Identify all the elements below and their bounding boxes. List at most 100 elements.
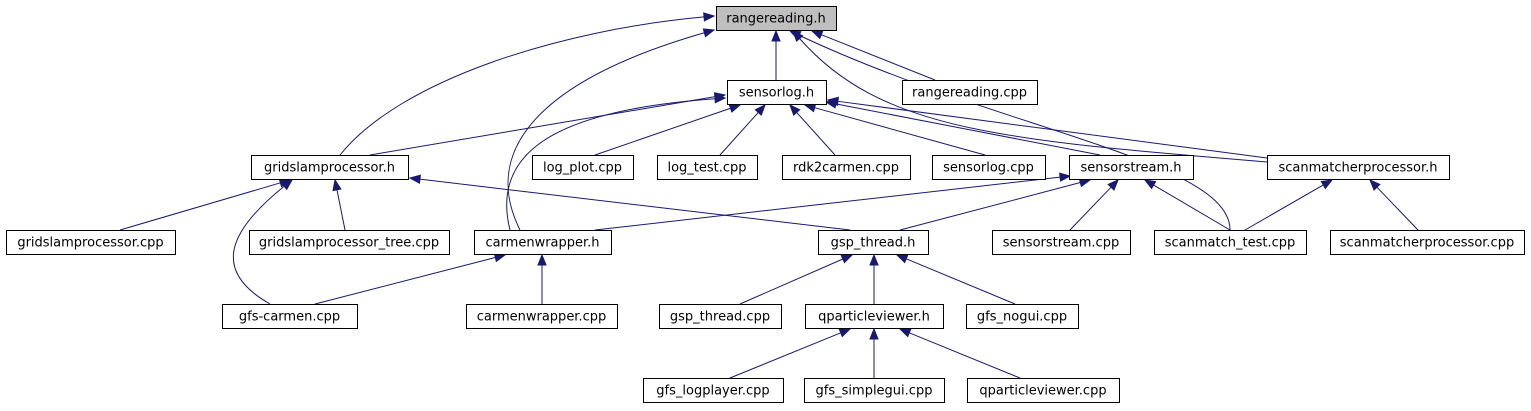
edge-qparticleviewer_h-to-gsp_thread_h — [869, 253, 879, 304]
node-carmenwrapper-h[interactable]: carmenwrapper.h — [474, 230, 612, 255]
edge-line — [594, 176, 1061, 231]
edge-arrowhead — [728, 103, 742, 113]
node-label: log_plot.cpp — [543, 161, 622, 176]
node-gfs-nogui-cpp[interactable]: gfs_nogui.cpp — [966, 304, 1079, 329]
edge-line — [837, 100, 1268, 159]
edges-layer — [119, 12, 1419, 379]
node-box — [992, 230, 1131, 255]
node-box — [902, 80, 1038, 105]
node-box — [932, 155, 1046, 180]
node-gsp-thread-h[interactable]: gsp_thread.h — [818, 230, 929, 255]
edge-line — [232, 185, 285, 305]
node-box — [474, 230, 612, 255]
node-box — [727, 80, 827, 105]
edge-line — [369, 96, 716, 156]
node-label: sensorlog.h — [739, 86, 814, 101]
edge-gfs_carmen_cpp-to-carmenwrapper_h — [314, 253, 507, 305]
node-gridslamprocessor-h[interactable]: gridslamprocessor.h — [251, 155, 409, 180]
edge-line — [796, 112, 836, 156]
edge-line — [835, 103, 1101, 156]
node-box — [782, 155, 911, 180]
node-scanmatch-test-cpp[interactable]: scanmatch_test.cpp — [1154, 230, 1307, 255]
edge-arrowhead — [702, 28, 716, 38]
edge-carmenwrapper_h-to-sensorstream_h — [594, 172, 1072, 231]
edge-line — [799, 38, 1268, 163]
node-label: rangereading.h — [726, 12, 826, 27]
edge-scanmatch_test_cpp-to-rangereading_h — [788, 30, 1231, 231]
node-label: carmenwrapper.cpp — [477, 310, 607, 325]
node-box — [818, 230, 929, 255]
edge-gsp_thread_cpp-to-gsp_thread_h — [739, 254, 854, 305]
edge-carmenwrapper_h-to-rangereading_h — [507, 28, 716, 231]
node-box — [1267, 155, 1450, 180]
node-rdk2carmen-cpp[interactable]: rdk2carmen.cpp — [782, 155, 911, 180]
edge-gsp_thread_h-to-gridslamprocessor_h — [408, 174, 851, 231]
node-log-plot-cpp[interactable]: log_plot.cpp — [532, 155, 634, 180]
edge-rangereading_cpp-to-rangereading_h — [810, 30, 936, 81]
edge-arrowhead — [788, 30, 802, 40]
node-sensorstream-h[interactable]: sensorstream.h — [1069, 155, 1194, 180]
edge-line — [909, 332, 1021, 379]
edge-line — [1244, 184, 1324, 231]
node-log-test-cpp[interactable]: log_test.cpp — [657, 155, 758, 180]
node-sensorstream-cpp[interactable]: sensorstream.cpp — [992, 230, 1131, 255]
node-label: rangereading.cpp — [912, 86, 1027, 101]
edge-arrowhead — [1143, 179, 1157, 190]
node-box — [966, 304, 1079, 329]
edge-scanmatch_test_cpp-to-sensorstream_h — [1143, 179, 1231, 231]
node-label: rdk2carmen.cpp — [793, 161, 899, 176]
edge-line — [821, 34, 936, 81]
node-sensorlog-h[interactable]: sensorlog.h — [727, 80, 827, 105]
edge-arrowhead — [280, 179, 294, 191]
node-gsp-thread-cpp[interactable]: gsp_thread.cpp — [659, 304, 782, 329]
node-qparticleviewer-h[interactable]: qparticleviewer.h — [805, 304, 944, 329]
node-label: gsp_thread.h — [831, 236, 916, 251]
edge-arrowhead — [754, 103, 766, 116]
node-label: gridslamprocessor.cpp — [17, 236, 163, 251]
node-box — [532, 155, 634, 180]
node-box — [466, 304, 618, 329]
node-label: sensorlog.cpp — [943, 161, 1034, 176]
node-rangereading-cpp[interactable]: rangereading.cpp — [902, 80, 1038, 105]
node-sensorlog-cpp[interactable]: sensorlog.cpp — [932, 155, 1046, 180]
edge-sensorstream_cpp-to-sensorstream_h — [1069, 179, 1119, 231]
node-gridslamprocessor-cpp[interactable]: gridslamprocessor.cpp — [6, 230, 176, 255]
edge-arrowhead — [1107, 179, 1119, 191]
node-scanmatcherprocessor-cpp[interactable]: scanmatcherprocessor.cpp — [1330, 230, 1525, 255]
edge-line — [419, 178, 851, 231]
edge-gfs_nogui_cpp-to-gsp_thread_h — [895, 254, 1016, 305]
node-gfs-carmen-cpp[interactable]: gfs-carmen.cpp — [222, 304, 358, 329]
node-box — [1154, 230, 1307, 255]
node-qparticleviewer-cpp[interactable]: qparticleviewer.cpp — [967, 378, 1120, 403]
node-label: scanmatch_test.cpp — [1165, 236, 1296, 251]
edge-line — [719, 112, 759, 156]
node-label: carmenwrapper.h — [485, 236, 599, 251]
edge-arrowhead — [537, 253, 547, 266]
edge-gridslamprocessor_h-to-sensorlog_h — [369, 92, 727, 156]
edge-arrowhead — [703, 12, 716, 22]
edge-line — [1153, 184, 1231, 231]
edge-gridslamprocessor_h-to-rangereading_h — [339, 12, 716, 156]
edge-arrowhead — [810, 30, 824, 40]
edge-arrowhead — [1059, 172, 1072, 182]
node-carmenwrapper-cpp[interactable]: carmenwrapper.cpp — [466, 304, 618, 329]
nodes-layer: rangereading.h sensorlog.h rangereading.cp… — [6, 6, 1525, 403]
node-gfs-logplayer-cpp[interactable]: gfs_logplayer.cpp — [643, 378, 784, 403]
edge-line — [506, 98, 716, 231]
node-gfs-simplegui-cpp[interactable]: gfs_simplegui.cpp — [804, 378, 945, 403]
node-label: scanmatcherprocessor.h — [1278, 161, 1437, 176]
edge-scanmatch_test_cpp-to-scanmatcherprocessor_h — [1244, 179, 1334, 231]
edge-arrowhead — [714, 94, 727, 104]
edge-line — [798, 34, 1231, 231]
node-box — [659, 304, 782, 329]
node-box — [1069, 155, 1194, 180]
edge-arrowhead — [838, 328, 852, 338]
node-label: qparticleviewer.h — [818, 310, 930, 325]
edge-line — [507, 32, 705, 231]
node-gridslamprocessor-tree-cpp[interactable]: gridslamprocessor_tree.cpp — [249, 230, 450, 255]
edge-line — [119, 182, 281, 231]
node-box — [805, 304, 944, 329]
edge-log_test_cpp-to-sensorlog_h — [719, 103, 766, 156]
node-rangereading-h[interactable]: rangereading.h — [716, 6, 837, 31]
node-scanmatcherprocessor-h[interactable]: scanmatcherprocessor.h — [1267, 155, 1450, 180]
